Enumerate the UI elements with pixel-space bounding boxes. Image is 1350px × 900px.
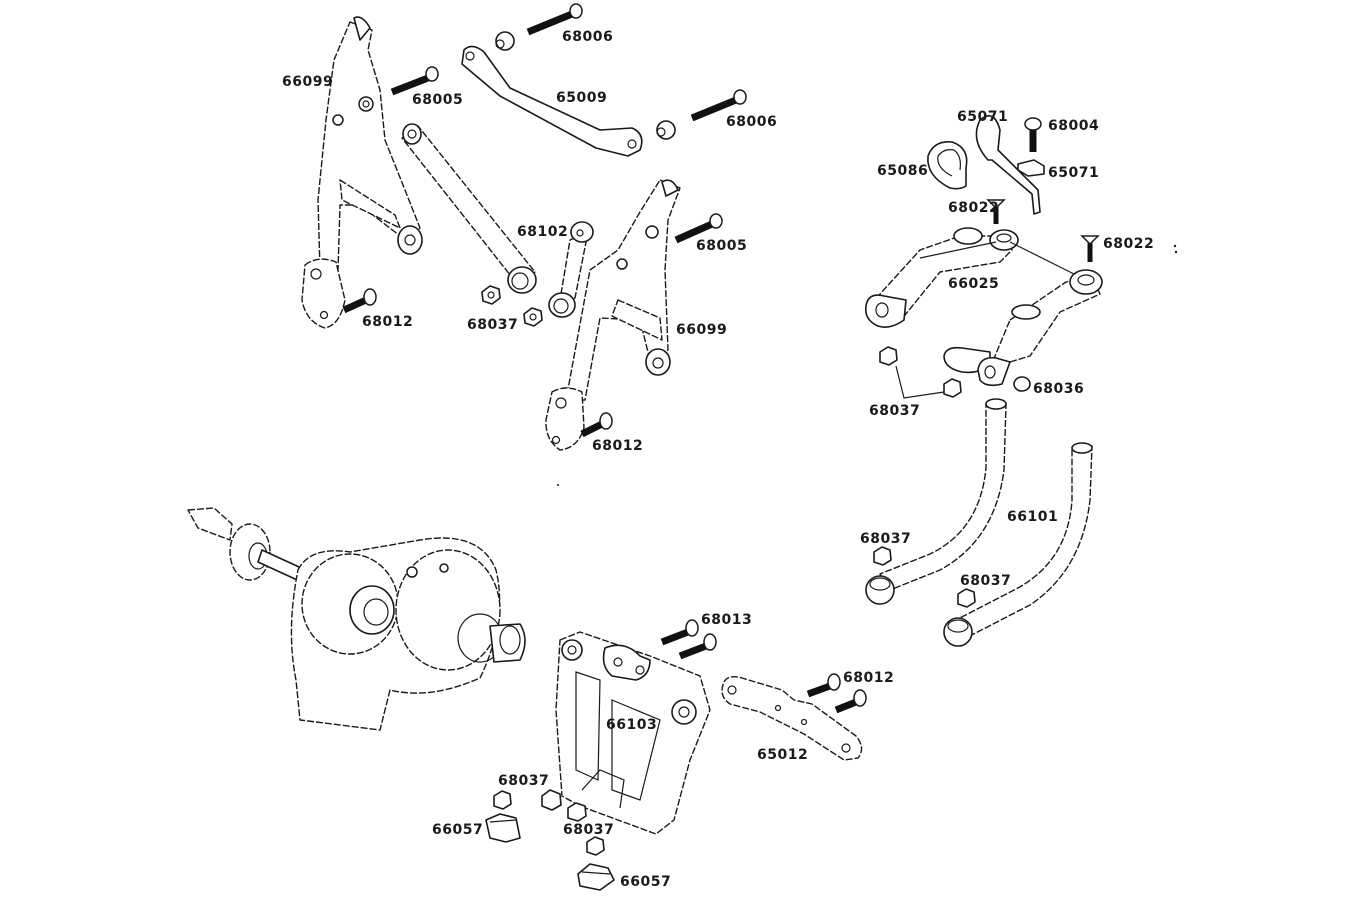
- label-68005-upper: 68005: [412, 92, 463, 108]
- label-68012-mid: 68012: [592, 438, 643, 454]
- label-68037-d-right: 68037: [563, 822, 614, 838]
- lock-nut-68037-d3: [567, 802, 587, 822]
- flat-screw-68022-left: [986, 199, 1006, 224]
- retainer-65071: [1017, 159, 1045, 177]
- ring-65086: [927, 140, 968, 190]
- label-68012-left: 68012: [362, 314, 413, 330]
- cap-screw-68006-top: [526, 3, 583, 36]
- flat-screw-68022-right: [1080, 235, 1100, 262]
- label-68022-right: 68022: [1103, 236, 1154, 252]
- stabilizer-bar-66101-b: [943, 442, 1093, 647]
- gearbox-assembly: [187, 507, 526, 731]
- label-66103: 66103: [606, 717, 657, 733]
- stabilizer-bar-66101-a: [865, 398, 1007, 605]
- spacer-mid: [656, 120, 676, 140]
- label-65012: 65012: [757, 747, 808, 763]
- label-68022-left: 68022: [948, 200, 999, 216]
- label-68006-mid: 68006: [726, 114, 777, 130]
- button-screw-68013-b: [678, 633, 717, 660]
- button-screw-68013-a: [660, 619, 699, 646]
- label-68102: 68102: [517, 224, 568, 240]
- nut-68036: [1013, 376, 1031, 392]
- lock-nut-68037-d1: [493, 790, 512, 810]
- button-screw-68012-d1: [806, 673, 841, 698]
- link-rod-68102-upper: [401, 123, 537, 294]
- bulkhead-mount-66103: [555, 631, 711, 835]
- suspension-arm-66099-right: [545, 179, 681, 451]
- stray-mark: [1174, 250, 1178, 254]
- lock-nut-68037-mid-a: [481, 285, 501, 305]
- label-66099-left: 66099: [282, 74, 333, 90]
- label-65009: 65009: [556, 90, 607, 106]
- label-65086: 65086: [877, 163, 928, 179]
- cap-screw-68004: [1024, 117, 1042, 152]
- wire-clip-65071: [975, 114, 1041, 215]
- label-68012-d: 68012: [843, 670, 894, 686]
- leader-68037-b: [895, 365, 945, 399]
- label-68013: 68013: [701, 612, 752, 628]
- stray-mark: [557, 484, 559, 486]
- lock-nut-68037-d2: [541, 789, 562, 811]
- bellcrank-66025: [864, 227, 1103, 387]
- label-66057-left: 66057: [432, 822, 483, 838]
- label-66057-bottom: 66057: [620, 874, 671, 890]
- spacer-top: [495, 31, 515, 51]
- label-68037-mid: 68037: [467, 317, 518, 333]
- label-68037-d-left: 68037: [498, 773, 549, 789]
- lock-nut-68037-b2: [943, 378, 962, 398]
- label-68006-top: 68006: [562, 29, 613, 45]
- plate-65012: [721, 675, 863, 761]
- label-68037-b: 68037: [869, 403, 920, 419]
- lock-nut-68037-c1: [873, 546, 892, 566]
- stray-mark: [1173, 244, 1177, 248]
- label-66099-right: 66099: [676, 322, 727, 338]
- label-68004: 68004: [1048, 118, 1099, 134]
- lock-nut-68037-d4: [586, 836, 605, 856]
- label-65071-top: 65071: [957, 109, 1008, 125]
- lock-nut-68037-mid-b: [523, 307, 543, 327]
- button-screw-68012-left: [342, 288, 377, 314]
- link-rod-68102-lower: [548, 221, 594, 318]
- cap-screw-68006-mid: [690, 89, 747, 122]
- label-66025: 66025: [948, 276, 999, 292]
- cap-screw-68005-upper: [390, 66, 439, 96]
- lock-nut-68037-c2: [957, 588, 976, 608]
- mount-block-66057-bottom: [577, 863, 615, 891]
- cap-screw-68005-lower: [674, 213, 723, 244]
- label-65071-clip: 65071: [1048, 165, 1099, 181]
- mount-block-66057-left: [485, 813, 521, 843]
- button-screw-68012-d2: [834, 689, 867, 714]
- label-68036: 68036: [1033, 381, 1084, 397]
- button-screw-68012-mid: [580, 412, 613, 438]
- label-68037-c-left: 68037: [860, 531, 911, 547]
- tie-link-65009: [461, 45, 643, 157]
- label-68005-lower: 68005: [696, 238, 747, 254]
- lock-nut-68037-b1: [879, 346, 898, 366]
- suspension-arm-66099-left: [301, 16, 423, 329]
- label-66101: 66101: [1007, 509, 1058, 525]
- label-68037-c-right: 68037: [960, 573, 1011, 589]
